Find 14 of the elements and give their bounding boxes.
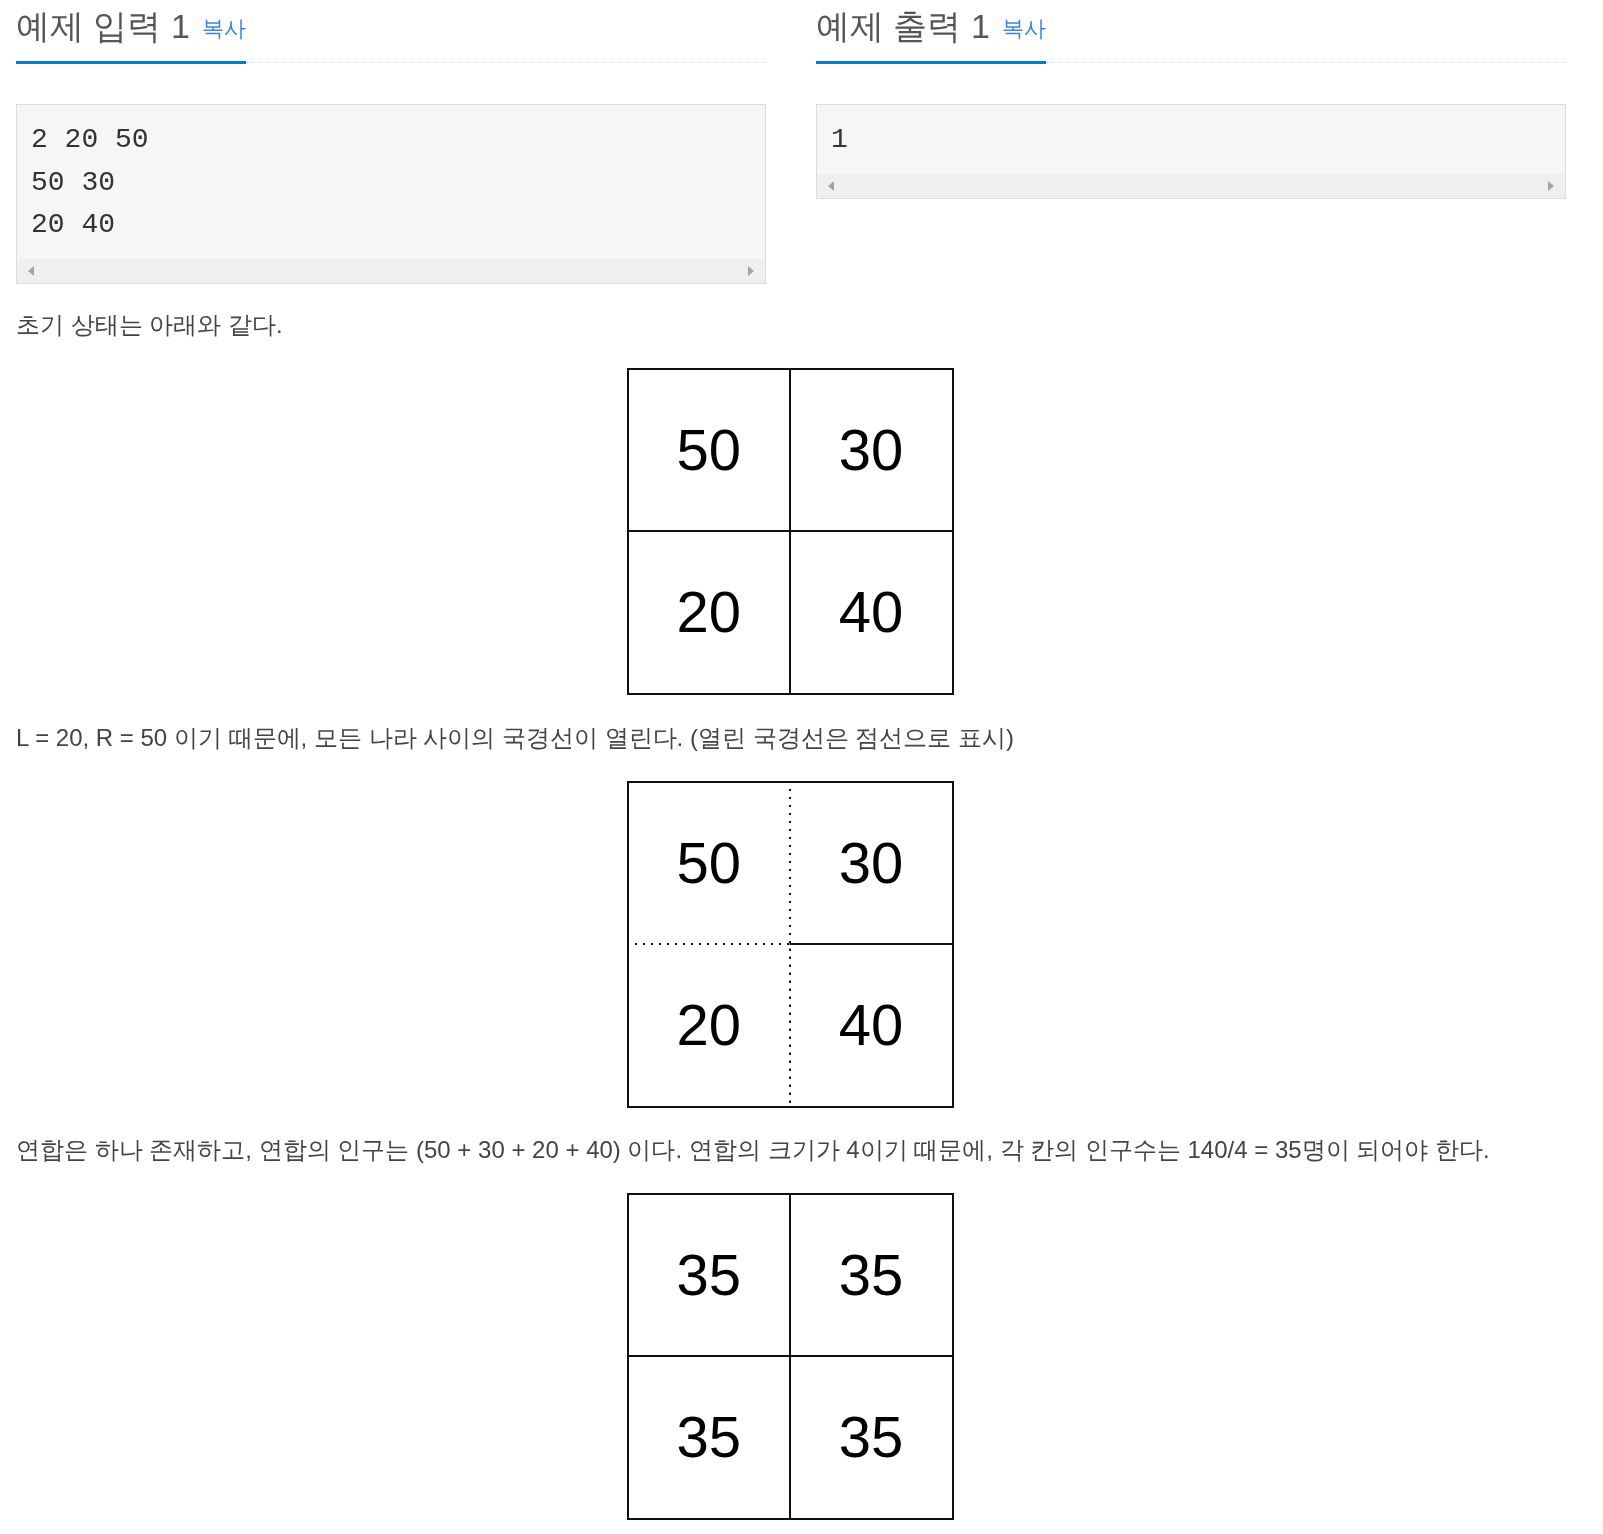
paragraph: 연합은 하나 존재하고, 연합의 인구는 (50 + 30 + 20 + 40) 이다. 연합의 크기가 4이기 때문에, 각 칸의 인구수는 140/4 = 35명이 되어야 한다. xyxy=(16,1135,1490,1165)
copy-link: 복사 xyxy=(202,16,246,42)
grid-table xyxy=(627,781,954,1108)
code-line: 2 20 50 xyxy=(31,123,149,157)
paragraph: L = 20, R = 50 이기 때문에, 모든 나라 사이의 국경선이 열린다. (열린 국경선은 점선으로 표시) xyxy=(16,723,1014,753)
section-heading: 예제 출력 1 xyxy=(816,6,990,46)
code-line: 20 40 xyxy=(31,208,115,242)
section-heading: 예제 입력 1 xyxy=(16,6,190,46)
code-block xyxy=(816,104,1566,199)
code-block xyxy=(16,104,766,284)
copy-link: 복사 xyxy=(1002,16,1046,42)
paragraph: 초기 상태는 아래와 같다. xyxy=(16,310,283,340)
code-line: 50 30 xyxy=(31,165,115,200)
code-line: 1 xyxy=(831,123,848,157)
